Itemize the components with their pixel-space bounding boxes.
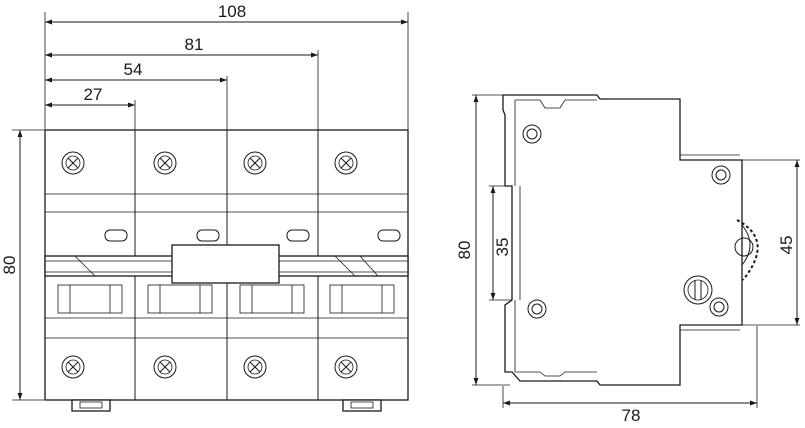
adjustment-knob-icon <box>683 275 713 305</box>
dim-side-80: 80 <box>455 95 479 385</box>
dim-35: 35 <box>490 186 512 300</box>
dim-54-label: 54 <box>124 60 143 79</box>
screw-icon <box>153 355 177 379</box>
dim-27: 27 <box>45 85 135 108</box>
hole-icon <box>527 299 547 319</box>
front-view: 108 81 54 27 80 <box>0 2 409 412</box>
terminal-screws-bottom <box>61 355 358 379</box>
hole-icon <box>522 124 542 144</box>
screw-icon <box>61 355 85 379</box>
hole-icon <box>711 165 731 185</box>
terminal-screws-top <box>61 151 358 175</box>
front-extension-lines <box>12 12 409 401</box>
dim-front-80: 80 <box>0 130 23 400</box>
mechanism-slots <box>57 284 395 314</box>
dim-54: 54 <box>45 60 227 83</box>
dim-78-label: 78 <box>622 406 641 425</box>
toggle-handle <box>171 244 280 284</box>
side-holes <box>522 124 731 319</box>
screw-icon <box>243 355 267 379</box>
dim-side-80-label: 80 <box>455 241 474 260</box>
front-bands <box>45 193 408 339</box>
dim-81: 81 <box>45 35 318 58</box>
hole-icon <box>709 297 729 317</box>
side-view: 80 35 45 78 <box>455 94 800 425</box>
screw-icon <box>334 151 358 175</box>
toggle-lever <box>734 219 759 281</box>
screw-icon <box>61 151 85 175</box>
side-inner-details <box>514 99 740 377</box>
dim-81-label: 81 <box>185 35 204 54</box>
dim-front-80-label: 80 <box>0 256 19 275</box>
dim-78: 78 <box>503 400 757 425</box>
dim-27-label: 27 <box>84 85 103 104</box>
screw-icon <box>153 151 177 175</box>
dim-108: 108 <box>45 2 408 25</box>
dim-35-label: 35 <box>493 238 512 257</box>
dim-45-label: 45 <box>777 236 796 255</box>
screw-icon <box>243 151 267 175</box>
toggle-bar <box>44 244 409 284</box>
status-windows <box>104 229 401 242</box>
screw-icon <box>334 355 358 379</box>
side-profile <box>502 94 743 386</box>
dim-108-label: 108 <box>218 2 246 21</box>
din-clips <box>71 399 382 412</box>
dim-45: 45 <box>777 160 800 325</box>
